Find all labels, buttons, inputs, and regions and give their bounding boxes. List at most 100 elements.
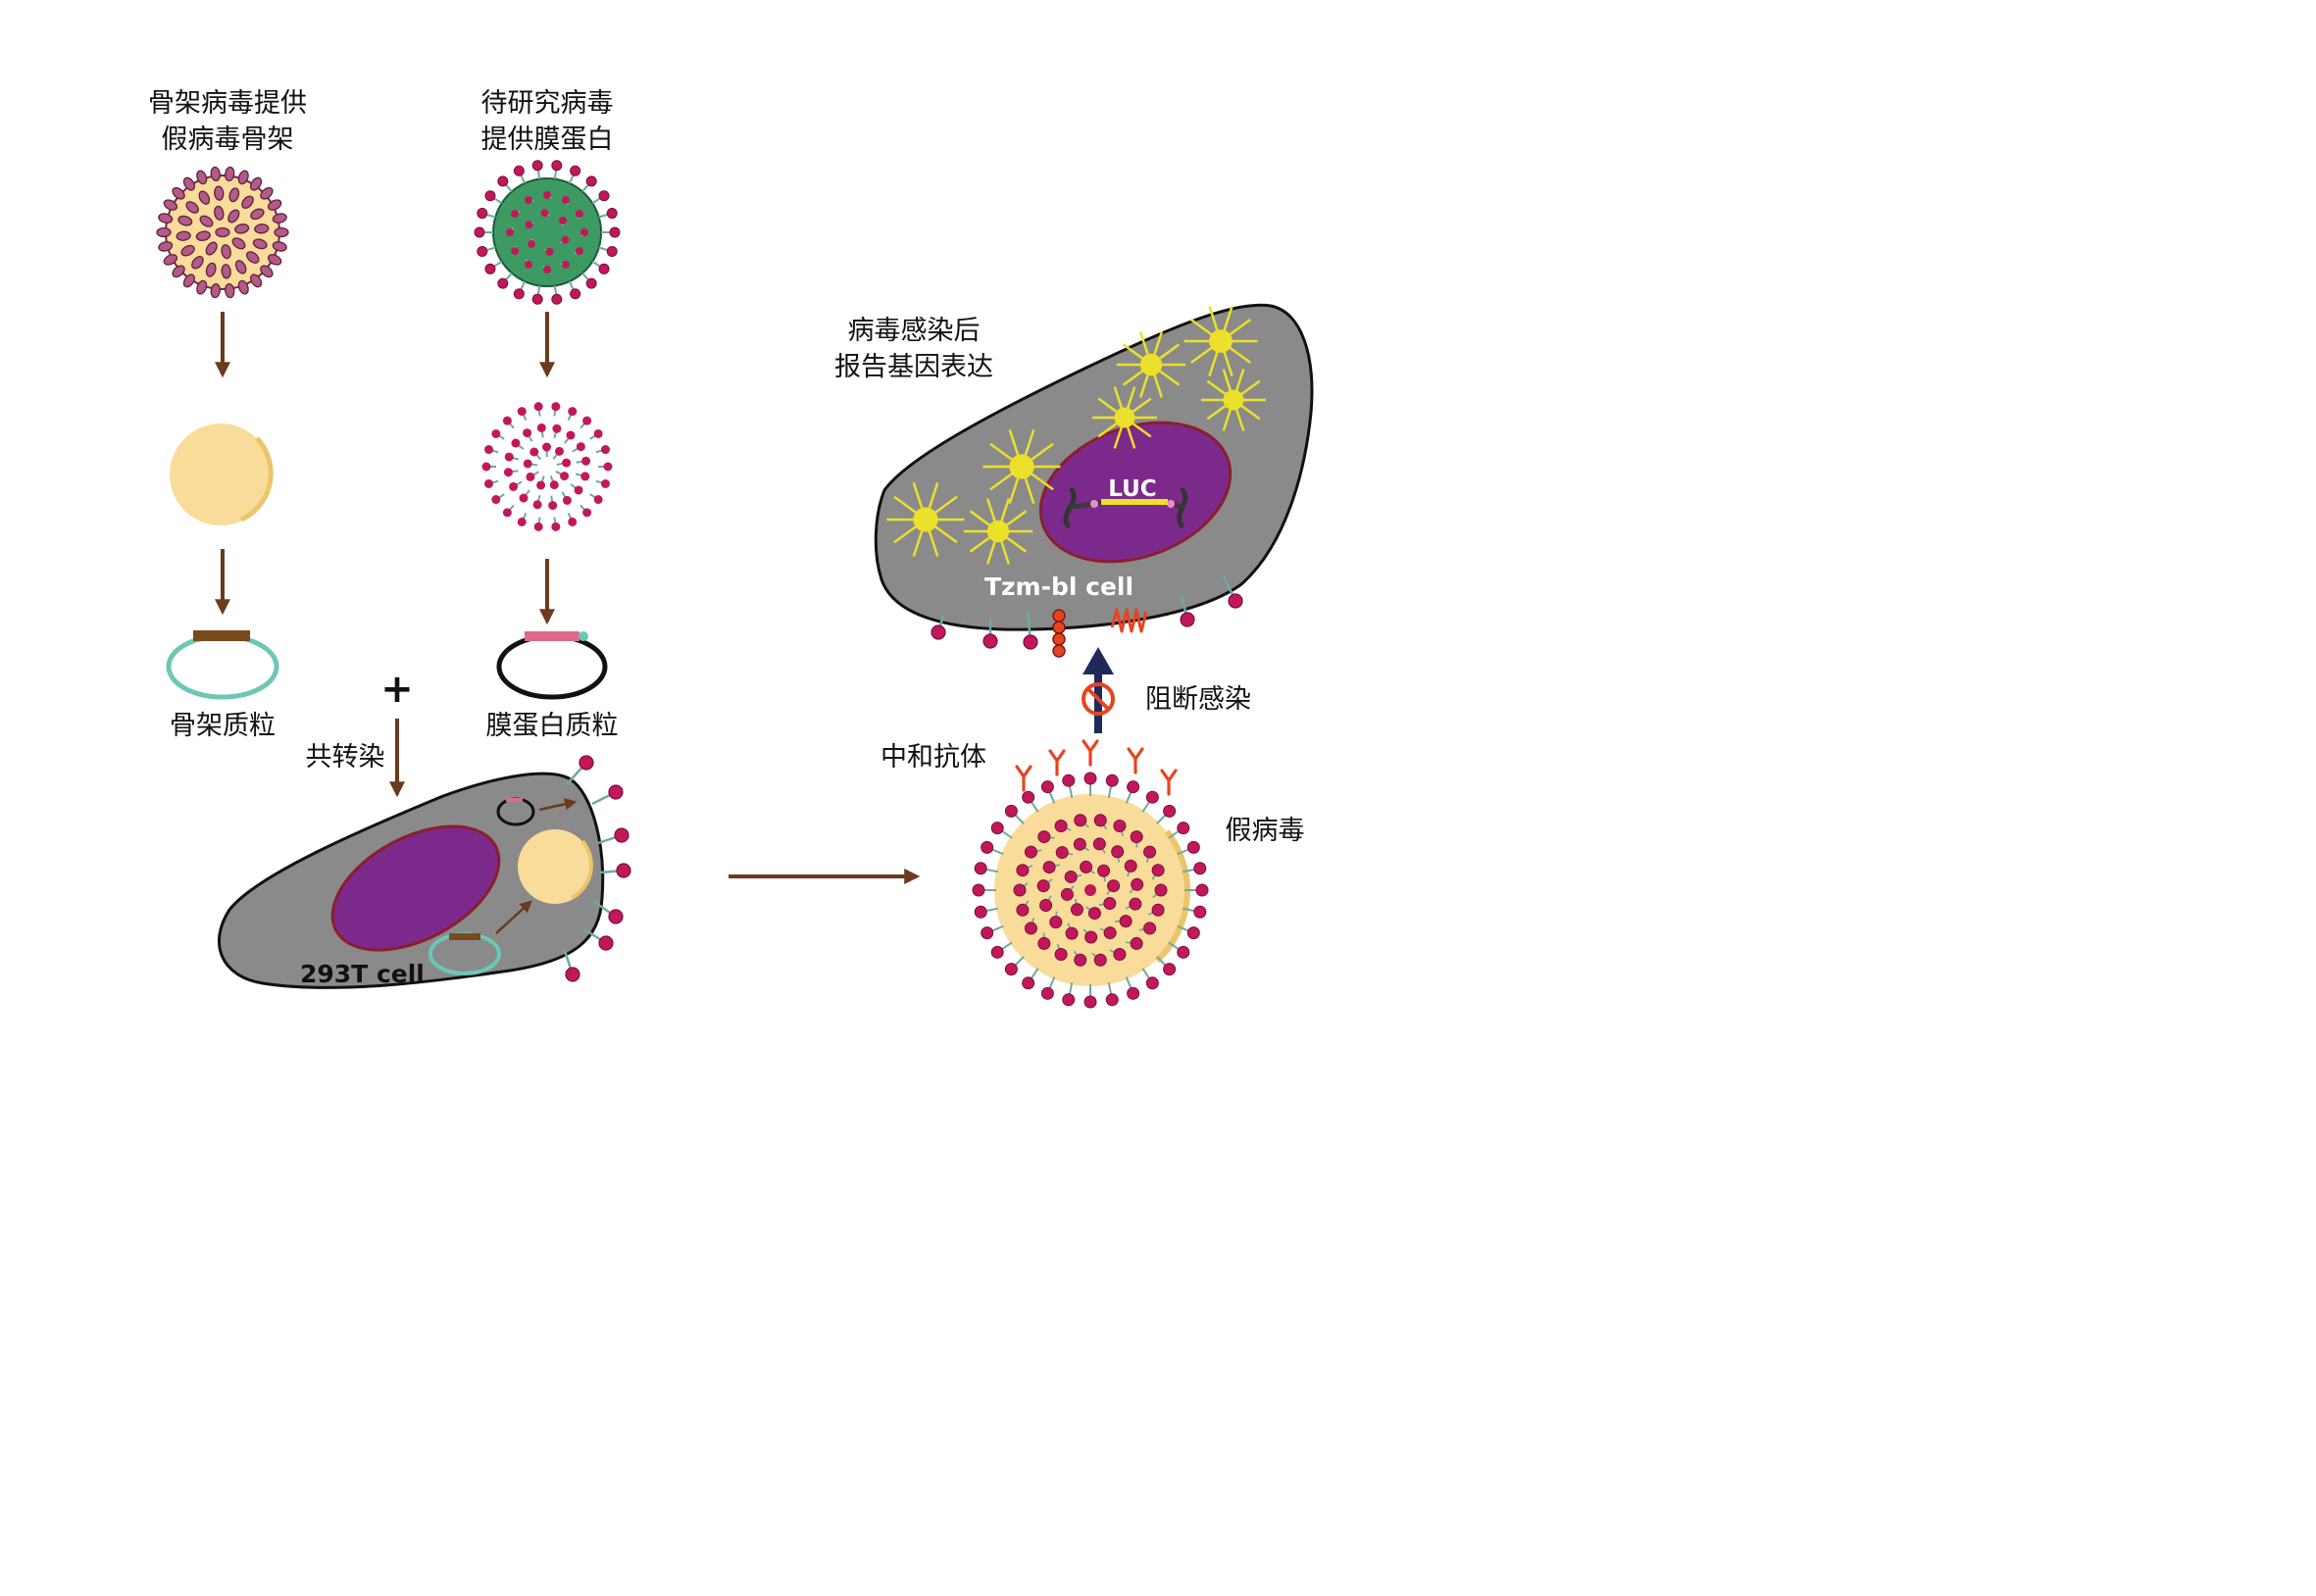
reporter-label-2: 报告基因表达	[834, 352, 993, 382]
capsid-knob	[252, 238, 268, 250]
capsid-knob	[267, 254, 282, 266]
plus-sign: +	[380, 667, 414, 712]
glycoprotein	[536, 480, 546, 490]
capsid-knob	[260, 186, 274, 200]
glycoprotein	[484, 445, 494, 455]
cotransfection-label: 共转染	[306, 742, 385, 773]
y-antibody-icon	[1160, 769, 1178, 796]
backbone-virus-label: 骨架病毒提供 假病毒骨架	[148, 88, 307, 155]
capsid-knob	[176, 230, 191, 241]
capsid-knob	[234, 224, 250, 234]
envelope-protein-burst-icon	[481, 402, 613, 531]
glycoprotein	[533, 522, 543, 531]
capsid-knob	[246, 251, 260, 264]
capsid-knob	[214, 185, 225, 201]
neutralizing-antibodies	[1015, 739, 1178, 796]
glycoprotein	[504, 452, 514, 462]
capsid-knob	[237, 279, 249, 295]
glycoprotein	[560, 472, 570, 481]
arrow-plasmid-to-capsid	[495, 900, 532, 934]
glycoprotein	[593, 428, 603, 438]
envelope-plasmid-icon	[496, 631, 608, 700]
capsid-knob	[182, 274, 196, 288]
glycoprotein	[600, 478, 610, 488]
luciferase-expression-stars	[886, 306, 1266, 565]
y-antibody-icon	[1048, 749, 1066, 776]
capsid-knob	[196, 170, 208, 185]
svg-text:待研究病毒: 待研究病毒	[481, 88, 614, 119]
glycoprotein	[481, 462, 491, 472]
capsid-knob	[191, 256, 204, 270]
glycoprotein	[491, 495, 501, 505]
glycoprotein	[523, 459, 532, 469]
capsid-knob	[260, 265, 274, 278]
pseudovirus-label: 假病毒	[1226, 816, 1305, 846]
capsid-knob	[205, 262, 217, 277]
antibody-label: 中和抗体	[881, 742, 986, 773]
glycoprotein	[574, 485, 583, 495]
capsid-knob	[180, 244, 195, 257]
capsid-knob	[156, 226, 172, 238]
svg-text:假病毒骨架: 假病毒骨架	[162, 125, 294, 155]
cell-293t-nucleus	[330, 824, 501, 952]
glycoprotein	[517, 407, 527, 417]
capsid-knob	[250, 208, 265, 221]
glycoprotein	[526, 472, 535, 481]
capsid-knob	[195, 230, 211, 241]
backbone-plasmid-label: 骨架质粒	[170, 711, 276, 741]
tzm-bl-cell-label: Tzm-bl cell	[984, 573, 1133, 601]
glycoprotein	[582, 416, 592, 425]
glycoprotein	[503, 468, 513, 477]
glycoprotein	[603, 462, 613, 472]
capsid-knob	[249, 274, 263, 288]
svg-text:骨架病毒提供: 骨架病毒提供	[148, 88, 307, 119]
glycoprotein	[542, 442, 552, 452]
capsid-knob	[210, 282, 221, 299]
glycoprotein	[551, 402, 561, 412]
glycoprotein	[566, 430, 576, 440]
glycoprotein	[562, 458, 572, 468]
capsid-knob	[272, 241, 287, 252]
glycoprotein	[502, 508, 512, 518]
capsid-knob	[205, 241, 218, 256]
capsid-knob	[172, 186, 185, 200]
capsid-knob	[274, 226, 289, 238]
backbone-virus-icon	[156, 166, 289, 299]
glycoprotein	[533, 402, 543, 412]
glycoprotein	[549, 480, 559, 490]
glycoprotein	[551, 522, 561, 531]
starburst-icon	[1183, 306, 1258, 376]
capsid-knob	[254, 224, 270, 234]
capsid-knob	[199, 215, 214, 227]
svg-text:提供膜蛋白: 提供膜蛋白	[481, 125, 614, 155]
capsid-knob	[158, 241, 174, 252]
block-label: 阻断感染	[1145, 684, 1251, 715]
no-entry-icon	[1082, 682, 1115, 716]
arrow-plasmid-to-surface	[538, 798, 578, 812]
tzm-bl-surface-glycoproteins	[931, 575, 1243, 650]
capsid-knob	[228, 187, 240, 203]
starburst-icon	[1201, 369, 1266, 431]
capsid-knob	[163, 199, 178, 211]
glycoprotein	[532, 500, 542, 510]
capsid-knob	[198, 190, 211, 205]
capsid-knob	[158, 213, 174, 224]
glycoprotein	[568, 407, 578, 417]
capsid-knob	[267, 199, 282, 211]
cell-293t-capsid-icon	[518, 829, 593, 904]
capsid-knob	[196, 279, 208, 295]
block-arrow	[1082, 647, 1114, 733]
capsid-knob	[234, 260, 247, 274]
capsid-knob	[221, 244, 231, 260]
glycoprotein	[548, 501, 558, 511]
glycoprotein	[568, 517, 578, 526]
y-antibody-icon	[1015, 765, 1032, 792]
glycoprotein	[562, 495, 572, 505]
starburst-icon	[886, 481, 965, 558]
capsid-knob	[163, 254, 178, 266]
glycoprotein	[552, 424, 562, 433]
capsid-knob	[177, 215, 193, 226]
pseudovirus-neutralization-diagram: 骨架病毒提供 假病毒骨架 骨架质粒 待研究病毒 提供膜蛋白 膜蛋白质粒 + 共转…	[148, 88, 1314, 1009]
glycoprotein	[554, 446, 564, 456]
capsid-knob	[210, 166, 221, 182]
